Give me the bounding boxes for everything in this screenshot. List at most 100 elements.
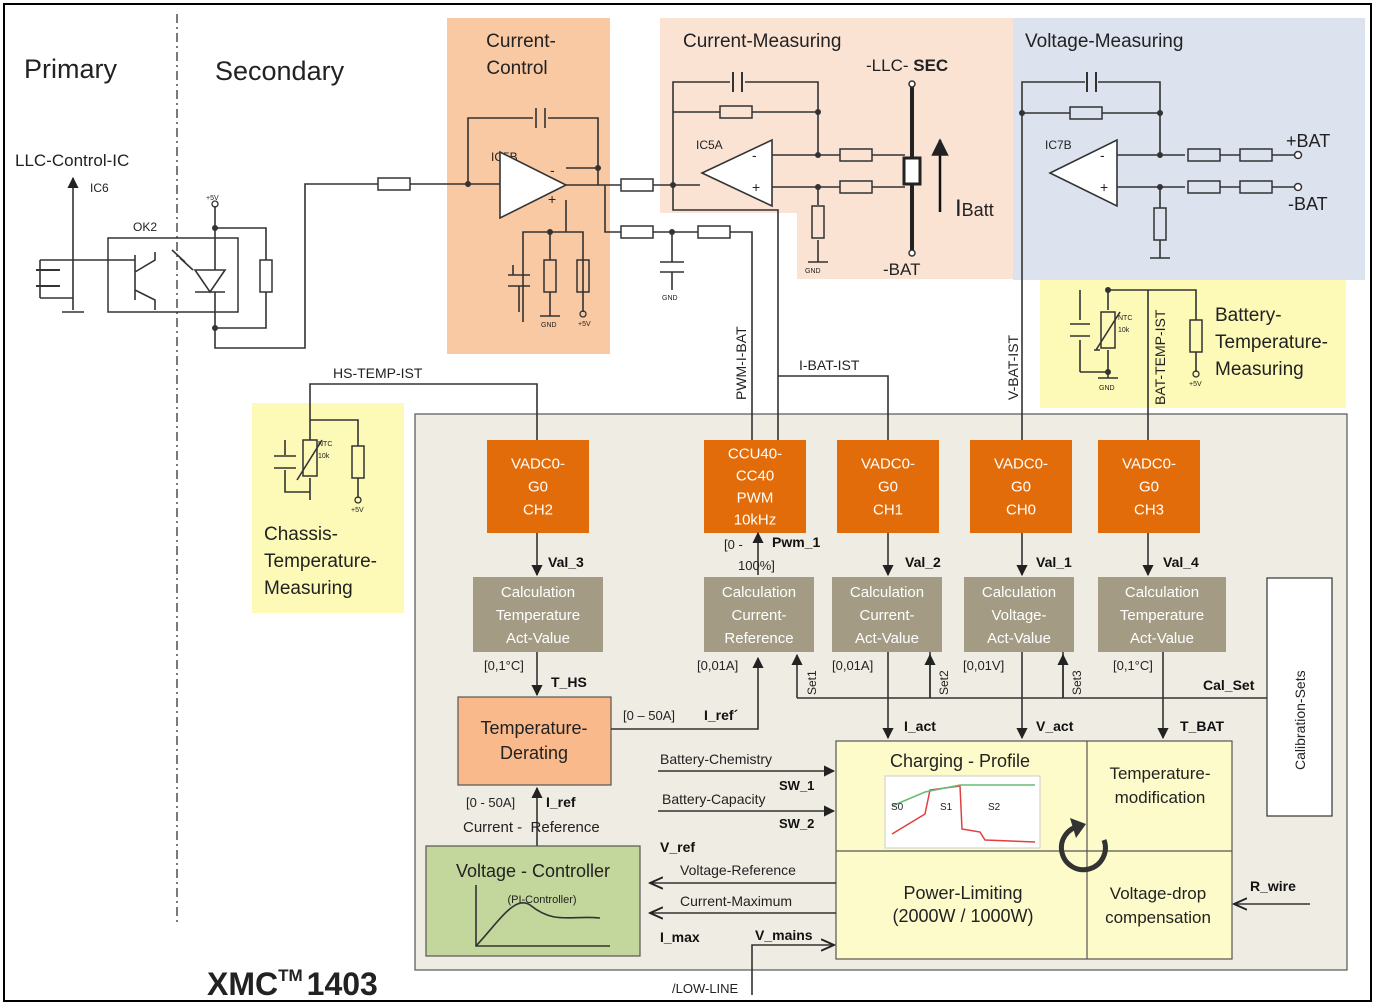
i-bat-ist-line <box>778 375 889 440</box>
terminal <box>908 249 916 257</box>
ntc-label-chassis: NTC <box>318 441 332 448</box>
rwire-label: R_wire <box>1250 878 1296 894</box>
ic5b-out-resistor <box>620 178 654 192</box>
calc-block-line: Current- <box>731 607 786 624</box>
current-control-title-2: Control <box>486 58 547 79</box>
iref-prime-range: [0 – 50A] <box>623 708 675 723</box>
opamp-ic7b <box>1048 138 1118 208</box>
adc-block-line: VADC0- <box>1122 456 1176 473</box>
minus-sign: - <box>550 162 555 178</box>
phototransistor <box>108 252 156 310</box>
battery-capacity-label: Battery-Capacity <box>662 791 765 807</box>
junction <box>212 325 218 331</box>
stage-s1: S1 <box>940 802 953 813</box>
adc-block-line: 10kHz <box>734 512 777 529</box>
voltage-curve <box>891 784 1035 807</box>
current-maximum-label: Current-Maximum <box>680 893 792 909</box>
frame <box>3 3 1372 1002</box>
iref-range: [0 - 50A] <box>466 795 515 810</box>
ntc-val-chassis: 10k <box>318 453 330 460</box>
chassis-ntc <box>302 439 318 477</box>
derating-line-1: Temperature- <box>480 718 587 738</box>
cal-set-label: Cal_Set <box>1203 677 1255 693</box>
calc-block-line: Act-Value <box>506 630 570 647</box>
ic5b-wiring <box>467 108 621 322</box>
thumbnail-frame <box>884 775 1041 849</box>
junction <box>212 225 218 231</box>
ok2-label: OK2 <box>133 220 157 234</box>
power-limiting-2: (2000W / 1000W) <box>892 906 1033 926</box>
chassis-ntc-cap <box>274 455 296 469</box>
junction <box>815 152 821 158</box>
shunt-resistor <box>902 156 922 186</box>
gnd-label-3: GND <box>805 268 821 275</box>
sw2-label: SW_2 <box>779 816 814 831</box>
ths-label: T_HS <box>551 674 587 690</box>
current-control-title-1: Current- <box>486 31 556 52</box>
ic7b-fb-resistor <box>1069 106 1103 120</box>
voltage-reference-label: Voltage-Reference <box>680 862 796 878</box>
calc-block-box <box>832 577 942 652</box>
plus5v-chassis: +5V <box>351 507 364 514</box>
led-diode <box>193 269 227 294</box>
pwm-i-bat-label: PWM-I-BAT <box>733 326 749 400</box>
ok2-secondary-wiring <box>214 183 378 349</box>
adc-block-line: VADC0- <box>994 456 1048 473</box>
i-bat-ist-label: I-BAT-IST <box>799 357 860 373</box>
chassis-title-1: Chassis- <box>264 524 338 545</box>
iref-label: I_ref <box>546 794 576 810</box>
bat-ntc-slash <box>1094 311 1121 351</box>
vact-label: V_act <box>1036 718 1074 734</box>
calc-block-line: Calculation <box>722 584 796 601</box>
optocoupler-ok2 <box>107 237 239 313</box>
calc-block-box <box>473 577 603 652</box>
voltage-controller-title: Voltage - Controller <box>456 861 610 881</box>
terminal <box>1293 182 1303 192</box>
primary-label: Primary <box>24 54 117 84</box>
junction <box>1019 110 1025 116</box>
adc-block-box <box>704 440 806 533</box>
calc-block-line: Act-Value <box>1130 630 1194 647</box>
calc-block-line: Calculation <box>1125 584 1199 601</box>
adc-block-line: CH2 <box>523 502 553 519</box>
ic6-label: IC6 <box>90 181 109 195</box>
terminal <box>1192 370 1200 378</box>
adc-block-line: CH1 <box>873 502 903 519</box>
ic5a-in-r2 <box>839 180 873 194</box>
adc-block-line: G0 <box>1011 479 1031 496</box>
current-curve <box>891 785 1036 843</box>
sw1-label: SW_1 <box>779 778 814 793</box>
hs-temp-signal-line <box>309 383 538 440</box>
bat-ntc <box>1100 311 1116 349</box>
adc-blocks: VADC0-G0CH2CCU40-CC40PWM10kHzVADC0-G0CH1… <box>487 440 1200 533</box>
junction <box>669 229 675 235</box>
bat-temp-title-3: Measuring <box>1215 359 1304 380</box>
adc-block-line: G0 <box>878 479 898 496</box>
calc-block-box <box>964 577 1074 652</box>
ntc-val-bat: 10k <box>1118 327 1130 334</box>
terminal <box>1293 150 1303 160</box>
bat-temp-ist-label: BAT-TEMP-IST <box>1152 309 1168 405</box>
minus-sign: - <box>752 147 757 163</box>
plus-sign: + <box>548 191 556 207</box>
voltage-drop-1: Voltage-drop <box>1110 884 1206 903</box>
junction <box>1105 287 1111 293</box>
calc-blocks: CalculationTemperatureAct-ValueCalculati… <box>473 577 1226 652</box>
primary-wiring <box>39 235 108 313</box>
minus-sign: - <box>1100 147 1105 163</box>
calc-block-line: Act-Value <box>987 630 1051 647</box>
derating-line-2: Derating <box>500 743 568 763</box>
set1-label: Set1 <box>805 670 819 695</box>
temperature-derating-block <box>457 696 612 786</box>
plus5v-bat: +5V <box>1189 381 1202 388</box>
adc-block-line: CCU40- <box>728 446 782 463</box>
calc-block-line: Calculation <box>850 584 924 601</box>
tbat-label: T_BAT <box>1180 718 1225 734</box>
terminal <box>354 496 362 504</box>
series-resistor <box>377 177 411 191</box>
calc-block-line: Current- <box>859 607 914 624</box>
